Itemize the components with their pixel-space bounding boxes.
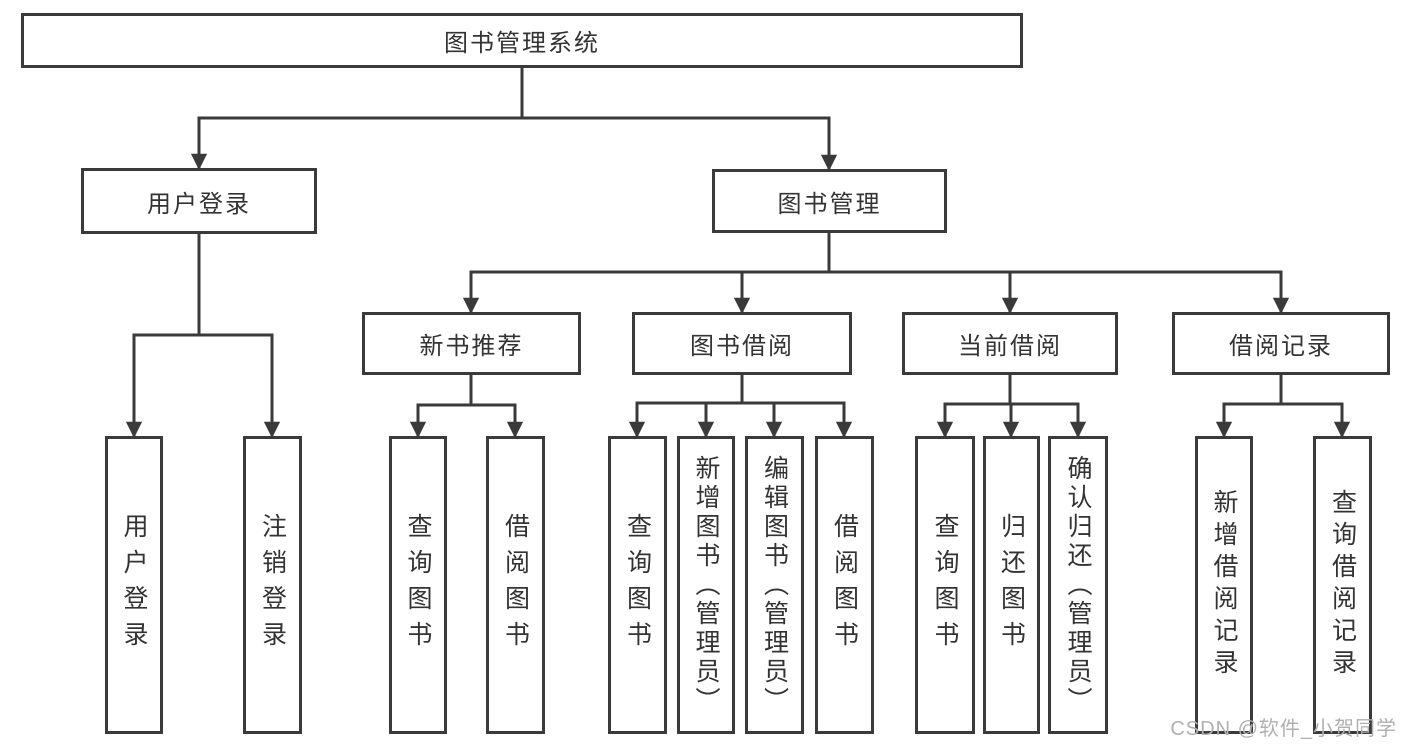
node-library-system-label: 图书管理系统: [444, 30, 600, 57]
leaf-return-book: 归还图书: [983, 436, 1040, 734]
node-book-management-label: 图书管理: [777, 190, 882, 218]
watermark-text: CSDN @软件_小贺同学: [1170, 718, 1397, 740]
wire-current-stem: [943, 373, 1080, 406]
node-new-book-recommend-label: 新书推荐: [419, 333, 524, 360]
leaf-add-book-admin-label: 新增图书（管理员）: [692, 454, 720, 716]
node-book-borrow: 图书借阅: [632, 312, 852, 375]
leaf-edit-book-admin: 编辑图书（管理员）: [745, 436, 804, 734]
leaf-add-borrow-record-label: 新增借阅记录: [1210, 489, 1238, 681]
node-borrow-records-label: 借阅记录: [1229, 333, 1333, 360]
leaf-confirm-return-admin: 确认归还（管理员）: [1048, 436, 1108, 734]
leaf-query-borrow-record: 查询借阅记录: [1313, 436, 1372, 734]
leaf-add-borrow-record: 新增借阅记录: [1195, 436, 1253, 734]
leaf-user-login-label: 用户登录: [120, 513, 148, 657]
leaf-return-book-label: 归还图书: [997, 513, 1026, 657]
leaf-query-book-recommend-label: 查询图书: [404, 513, 432, 657]
leaf-query-book-borrow: 查询图书: [608, 436, 667, 734]
leaf-borrow-book-recommend: 借阅图书: [486, 436, 545, 734]
wire-bookmgmt-stem: [469, 231, 1283, 274]
leaf-query-book-recommend: 查询图书: [389, 436, 447, 734]
node-user-login-label: 用户登录: [147, 190, 251, 218]
leaf-logout: 注销登录: [243, 436, 302, 734]
node-borrow-records: 借阅记录: [1172, 312, 1390, 375]
wire-borrow-stem: [635, 373, 846, 405]
leaf-add-book-admin: 新增图书（管理员）: [677, 436, 735, 734]
node-library-system: 图书管理系统: [21, 13, 1023, 68]
leaf-logout-label: 注销登录: [258, 513, 287, 657]
leaf-confirm-return-admin-label: 确认归还（管理员）: [1064, 454, 1092, 716]
wire-records-stem: [1222, 373, 1344, 406]
wire-root-stem: [197, 66, 831, 120]
node-book-borrow-label: 图书借阅: [690, 333, 794, 360]
node-new-book-recommend: 新书推荐: [362, 312, 581, 375]
leaf-user-login: 用户登录: [105, 436, 163, 734]
node-current-borrow: 当前借阅: [902, 312, 1118, 375]
leaf-borrow-book: 借阅图书: [815, 436, 874, 734]
leaf-edit-book-admin-label: 编辑图书（管理员）: [760, 454, 789, 716]
leaf-borrow-book-label: 借阅图书: [830, 513, 859, 657]
wire-newbook-stem: [416, 373, 517, 407]
leaf-query-book-current-label: 查询图书: [931, 513, 959, 657]
leaf-borrow-book-recommend-label: 借阅图书: [501, 513, 530, 657]
node-current-borrow-label: 当前借阅: [958, 333, 1062, 360]
node-user-login: 用户登录: [81, 168, 317, 234]
node-book-management: 图书管理: [712, 169, 947, 233]
leaf-query-book-current: 查询图书: [915, 436, 975, 734]
leaf-query-borrow-record-label: 查询借阅记录: [1328, 489, 1357, 681]
wire-userlogin-stem: [132, 232, 274, 337]
leaf-query-book-borrow-label: 查询图书: [623, 513, 652, 657]
